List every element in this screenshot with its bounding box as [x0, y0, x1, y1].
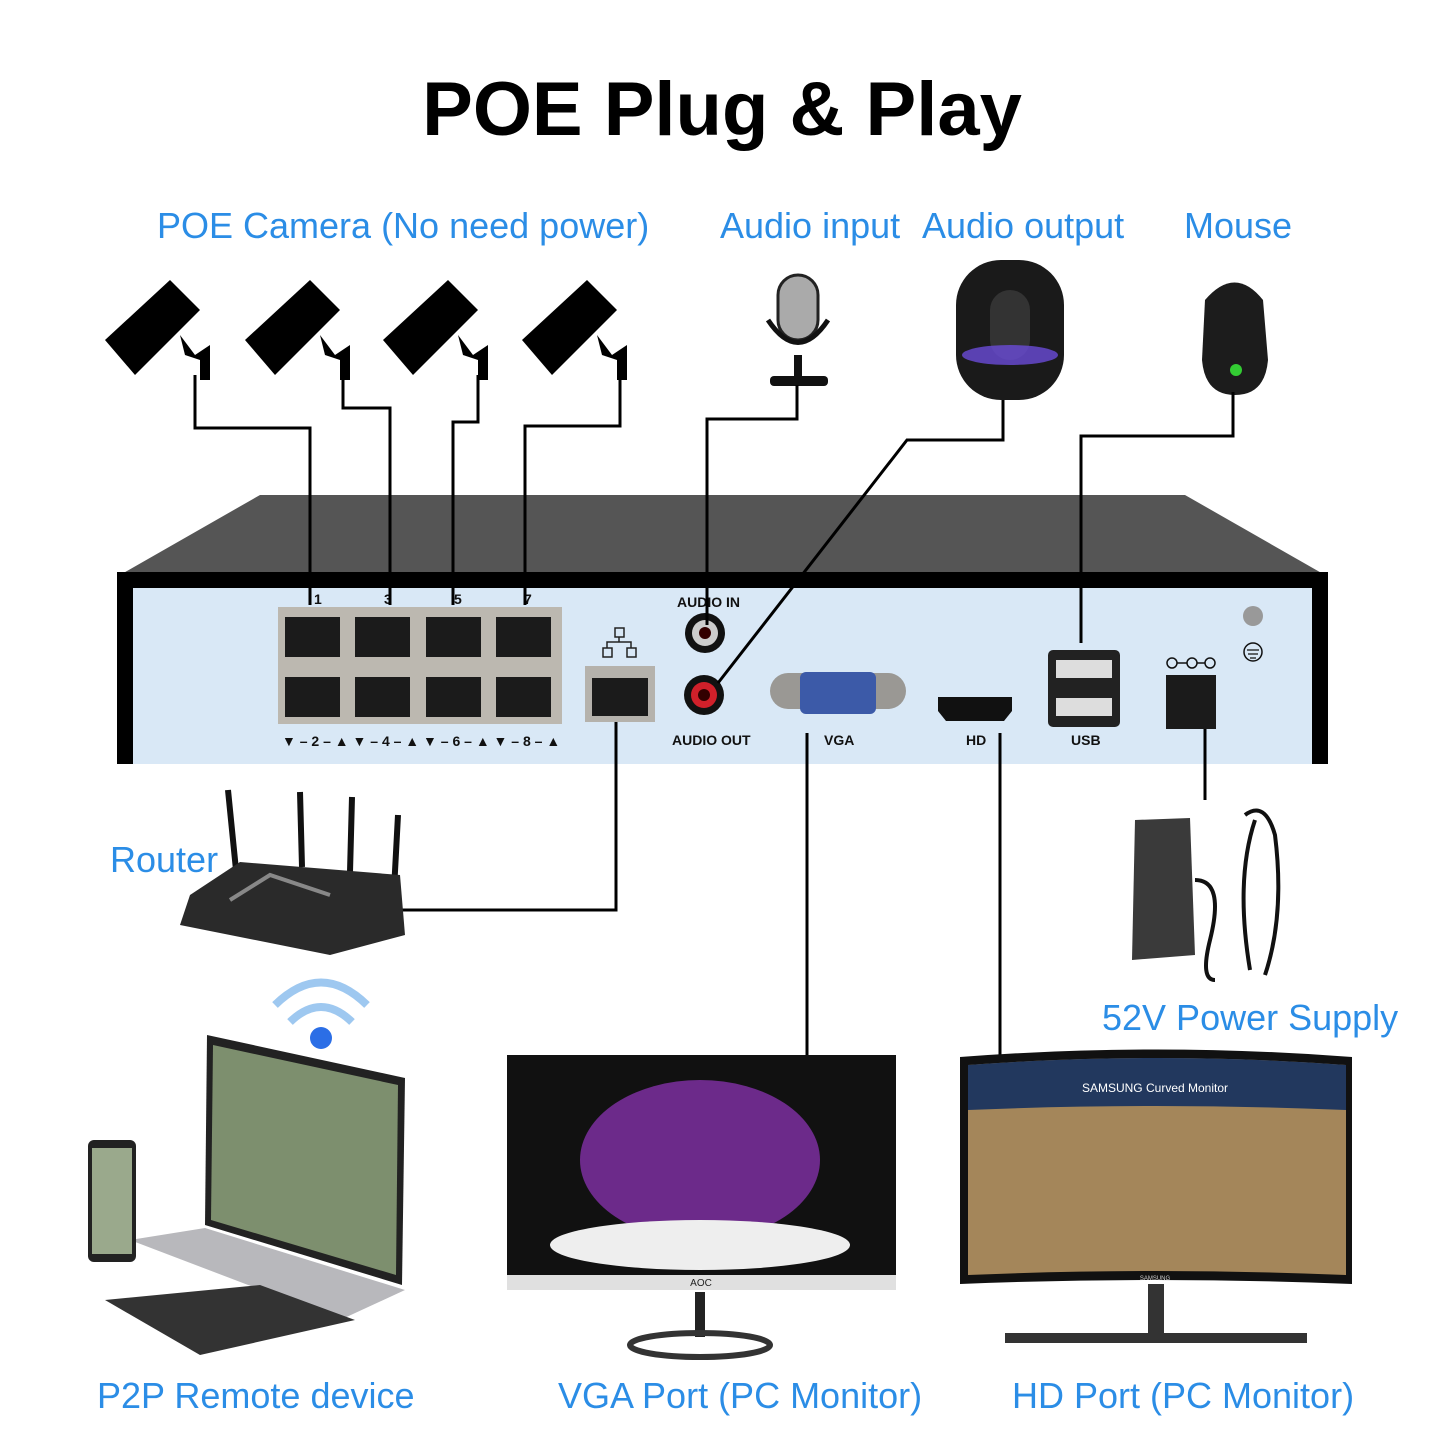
label-p2p: P2P Remote device [97, 1375, 415, 1416]
speaker-icon [956, 260, 1064, 400]
aoc-logo: AOC [690, 1278, 712, 1289]
nvr-device: 1 3 5 7 ▼ – 2 – ▲ ▼ – 4 – ▲ ▼ – 6 – ▲ ▼ … [117, 495, 1328, 764]
samsung-curved-logo: SAMSUNG Curved Monitor [1082, 1081, 1228, 1095]
hd-monitor: SAMSUNG Curved Monitor SAMSUNG [960, 1049, 1352, 1343]
screw-icon [1243, 606, 1263, 626]
samsung-logo: SAMSUNG [1140, 1276, 1171, 1282]
label-poe-camera: POE Camera (No need power) [157, 205, 649, 246]
camera-icon [383, 280, 488, 380]
label-hd-monitor: HD Port (PC Monitor) [1012, 1375, 1354, 1416]
port-numbers-bottom: ▼ – 2 – ▲ ▼ – 4 – ▲ ▼ – 6 – ▲ ▼ – 8 – ▲ [282, 733, 560, 749]
camera-icon [245, 280, 350, 380]
wifi-icon [272, 978, 370, 1049]
hdmi-port [938, 697, 1012, 721]
port-number: 5 [454, 591, 462, 607]
page-title: POE Plug & Play [422, 67, 1022, 152]
label-router: Router [110, 839, 218, 880]
dc-power-port [1166, 675, 1216, 729]
laptop-phone-tablet-icon [88, 1035, 405, 1355]
label-vga-monitor: VGA Port (PC Monitor) [558, 1375, 922, 1416]
label-mouse: Mouse [1184, 205, 1292, 246]
vga-label: VGA [824, 732, 854, 748]
poe-ports [285, 617, 551, 717]
port-number: 3 [384, 591, 392, 607]
hd-label: HD [966, 732, 986, 748]
audio-out-label: AUDIO OUT [672, 732, 751, 748]
camera-icons [105, 280, 627, 380]
connection-wires [193, 375, 1235, 1057]
camera-icon [522, 280, 627, 380]
camera-icon [105, 280, 210, 380]
label-power-supply: 52V Power Supply [1102, 997, 1398, 1038]
port-number: 7 [524, 591, 532, 607]
router-icon [180, 789, 405, 955]
usb-label: USB [1071, 732, 1101, 748]
port-number: 1 [314, 591, 322, 607]
mouse-icon [1202, 282, 1268, 395]
dc-polarity-icon [1166, 657, 1216, 669]
power-supply-icon [1132, 808, 1281, 982]
label-audio-output: Audio output [922, 205, 1124, 246]
label-audio-input: Audio input [720, 205, 900, 246]
microphone-icon [765, 273, 831, 386]
vga-monitor: AOC [507, 1055, 896, 1360]
ground-icon [1243, 642, 1263, 662]
lan-network-icon [602, 627, 637, 658]
